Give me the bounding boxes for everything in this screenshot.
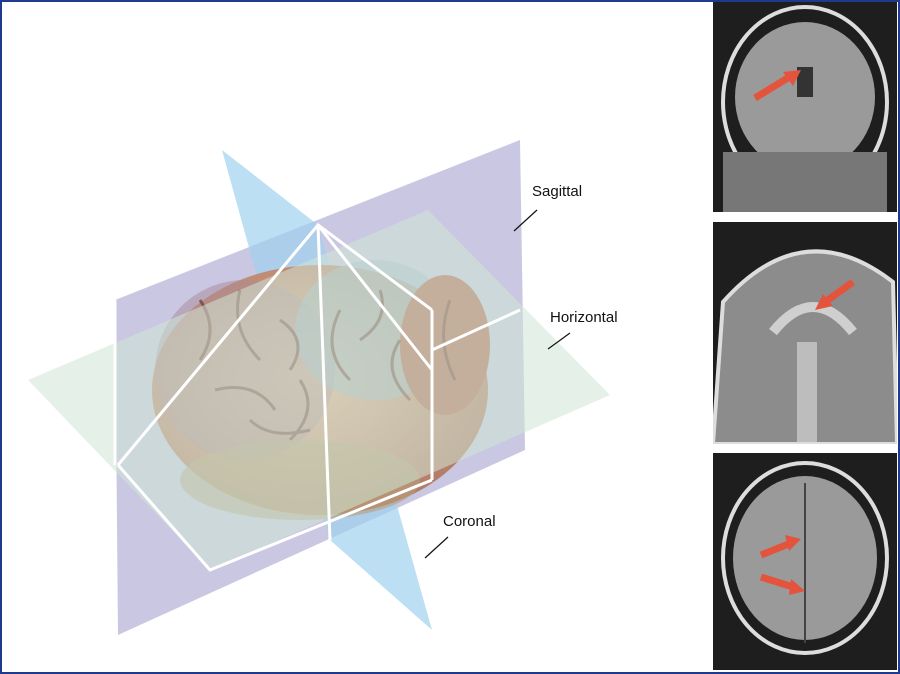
sagittal-label: Sagittal [532,183,583,200]
arrow-icon [759,539,793,559]
horizontal-leader [547,332,571,350]
arrow-icon [759,573,795,591]
horizontal-label: Horizontal [550,309,618,326]
coronal-label: Coronal [443,513,496,530]
arrow-icon [753,73,793,101]
sagittal-leader [513,209,538,232]
horizontal-plane [28,210,610,570]
mri-coronal-bottom [713,453,897,670]
brain-planes-diagram [28,140,610,635]
coronal-leader [424,536,449,559]
mri-coronal-top [713,2,897,212]
mri-sagittal-middle [713,222,897,444]
arrow-icon [822,279,856,305]
